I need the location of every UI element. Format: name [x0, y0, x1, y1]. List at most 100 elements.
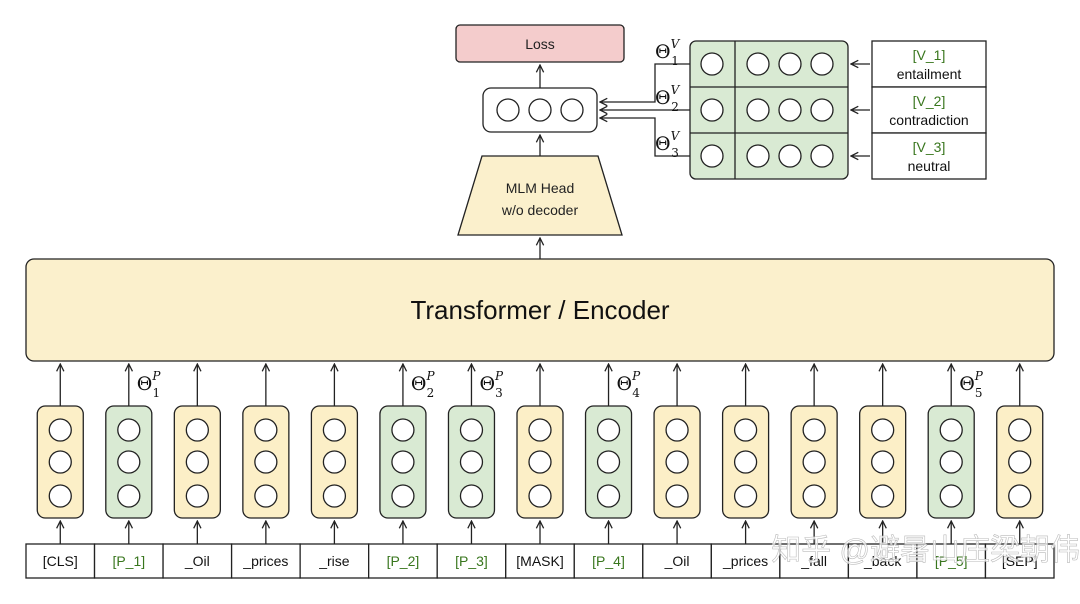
token-box [230, 543, 301, 579]
theta-symbol: Θ [959, 373, 975, 395]
embedding-neuron [185, 418, 209, 442]
verbalizer-box [871, 132, 987, 180]
output-neuron [496, 98, 520, 122]
verbalizer-embedding-neuron [746, 98, 770, 122]
embedding-neuron [939, 450, 963, 474]
embedding-neuron [528, 418, 552, 442]
embedding-neuron [528, 450, 552, 474]
embedding-neuron [117, 484, 141, 508]
token-box [368, 543, 438, 579]
token-label: _Oil [664, 553, 690, 569]
verbalizer-embedding-neuron [778, 144, 802, 168]
arrow-table-to-output [600, 63, 690, 102]
mlm-head-line1: MLM Head [506, 180, 574, 196]
embedding-neuron [391, 418, 415, 442]
prompt-token-label: [P_1] [112, 553, 145, 569]
theta-symbol: Θ [411, 373, 427, 395]
token-box [436, 543, 507, 579]
mlm-head-trapezoid [457, 155, 623, 236]
embedding-neuron [596, 418, 621, 442]
theta-subscript: 2 [427, 386, 435, 400]
embedding-neuron [733, 450, 758, 474]
theta-symbol: Θ [617, 373, 633, 395]
theta-superscript: V [671, 37, 681, 51]
verbalizer-token: [V_2] [913, 93, 946, 109]
output-neuron [560, 98, 584, 122]
theta-symbol: Θ [137, 373, 153, 395]
token-box [573, 543, 644, 579]
embedding-neuron [871, 418, 895, 442]
loss-box [455, 24, 625, 63]
theta-symbol: Θ [655, 87, 671, 109]
theta-subscript: 1 [152, 386, 160, 400]
verbalizer-word: contradiction [889, 112, 968, 128]
verbalizer-embedding-neuron [778, 98, 802, 122]
verbalizer-embedding-neuron [746, 144, 770, 168]
embedding-neuron [254, 418, 278, 442]
token-box [162, 543, 233, 579]
embedding-neuron [802, 418, 826, 442]
embedding-neuron [117, 418, 141, 442]
embedding-neuron [665, 450, 689, 474]
embedding-neuron [185, 450, 209, 474]
embedding-neuron [939, 418, 963, 442]
theta-superscript: V [671, 129, 681, 143]
token-label: _Oil [184, 553, 210, 569]
theta-superscript: P [631, 369, 641, 383]
token-box [847, 543, 918, 579]
verbalizer-embedding-neuron [810, 52, 834, 76]
verbalizer-embedding-neuron [810, 98, 834, 122]
theta-superscript: P [426, 369, 436, 383]
embedding-neuron [1008, 450, 1032, 474]
token-box [25, 543, 96, 579]
embedding-neuron [528, 484, 552, 508]
theta-subscript: 5 [975, 386, 983, 400]
theta-subscript: 4 [632, 386, 640, 400]
embedding-neuron [665, 418, 689, 442]
verbalizer-index-neuron [700, 144, 724, 168]
embedding-neuron [459, 418, 484, 442]
arrow-table-to-output [600, 118, 690, 157]
embedding-neuron [802, 450, 826, 474]
verbalizer-embedding-neuron [778, 52, 802, 76]
prompt-token-label: [P_4] [592, 553, 625, 569]
theta-subscript: 2 [671, 100, 679, 114]
theta-symbol: Θ [479, 373, 495, 395]
embedding-neuron [185, 484, 209, 508]
embedding-neuron [48, 484, 72, 508]
token-label: _rise [318, 553, 350, 569]
embedding-neuron [1008, 484, 1032, 508]
token-box [779, 543, 850, 579]
embedding-neuron [48, 418, 72, 442]
embedding-neuron [665, 484, 689, 508]
token-box [505, 543, 575, 579]
token-label: [SEP] [1002, 553, 1038, 569]
embedding-neuron [596, 450, 621, 474]
token-label: _fall [800, 553, 827, 569]
token-label: _prices [722, 553, 768, 569]
embedding-neuron [733, 484, 758, 508]
prompt-token-label: [P_5] [935, 553, 968, 569]
embedding-neuron [802, 484, 826, 508]
embedding-neuron [459, 484, 484, 508]
token-box [642, 543, 712, 579]
embedding-neuron [733, 418, 758, 442]
embedding-neuron [322, 450, 347, 474]
theta-superscript: P [494, 369, 504, 383]
embedding-neuron [1008, 418, 1032, 442]
embedding-neuron [391, 450, 415, 474]
token-box [299, 543, 370, 579]
theta-p-label: ΘP 2 [411, 369, 436, 400]
verbalizer-token: [V_1] [913, 47, 946, 63]
embedding-neuron [254, 484, 278, 508]
verbalizer-word: entailment [897, 66, 962, 82]
theta-subscript: 3 [671, 146, 679, 160]
theta-symbol: Θ [655, 41, 671, 63]
token-box [93, 543, 164, 579]
encoder-label: Transformer / Encoder [410, 295, 669, 325]
